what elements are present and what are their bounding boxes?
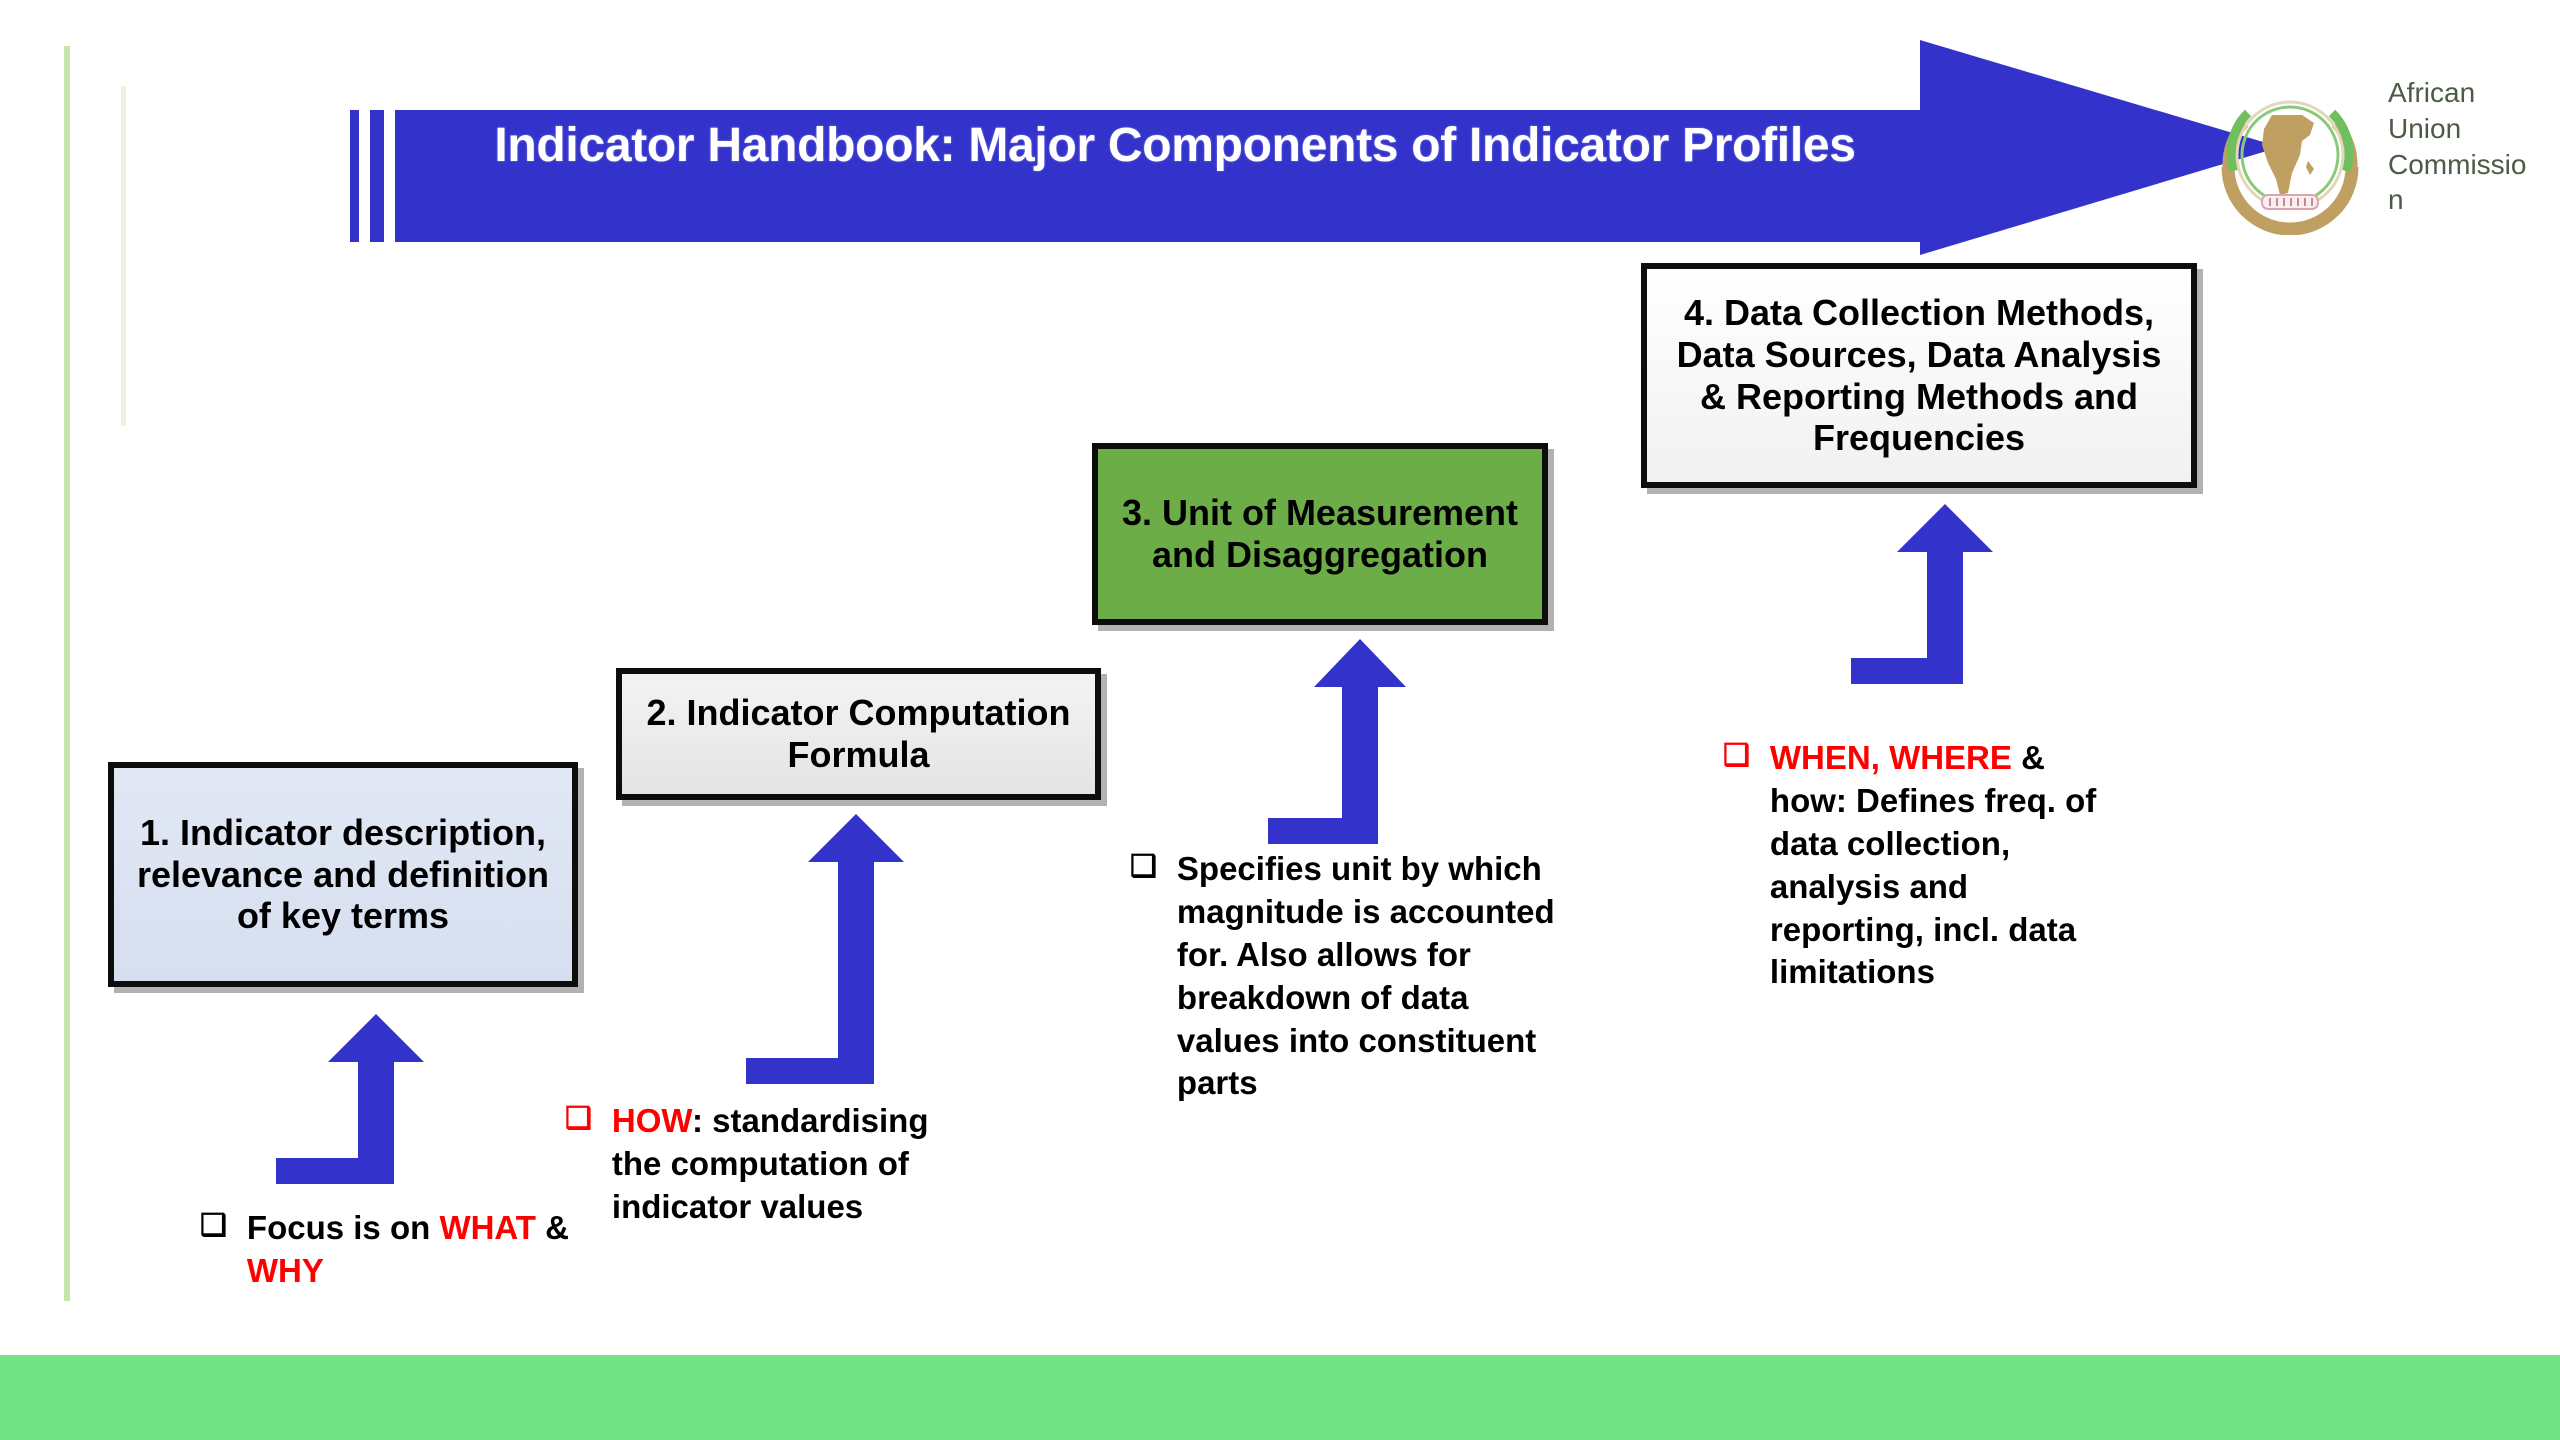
logo-wordmark: African Union Commissio n bbox=[2388, 75, 2538, 218]
bullet-square-icon: ❑ bbox=[1130, 850, 1157, 883]
arrow-to-box-1 bbox=[276, 1014, 424, 1184]
left-accent-rule-long bbox=[64, 46, 70, 1301]
bullet-square-icon: ❑ bbox=[200, 1209, 227, 1242]
bottom-green-bar bbox=[0, 1355, 2560, 1440]
arrow-to-box-2 bbox=[746, 814, 904, 1084]
banner-arrow-shape bbox=[350, 40, 2280, 255]
callout-box-2-text: HOW: standardising the computation of in… bbox=[612, 1100, 985, 1229]
page-title: Indicator Handbook: Major Components of … bbox=[494, 119, 1856, 172]
logo-line-4: n bbox=[2388, 184, 2404, 216]
logo-line-2: Union bbox=[2388, 112, 2462, 144]
callout-box-4: ❑ WHEN, WHERE & how: Defines freq. of da… bbox=[1723, 737, 2113, 994]
callout-box-1: ❑ Focus is on WHAT & WHY bbox=[200, 1207, 600, 1293]
logo-line-1: African bbox=[2388, 77, 2476, 108]
callout-box-4-text: WHEN, WHERE & how: Defines freq. of data… bbox=[1770, 737, 2113, 994]
callout-box-2: ❑ HOW: standardising the computation of … bbox=[565, 1100, 985, 1229]
arrow-to-box-3 bbox=[1268, 639, 1406, 844]
callout-2-post: : standardising the computation of indic… bbox=[611, 1102, 929, 1225]
left-accent-rule-short bbox=[121, 86, 126, 426]
title-banner: Indicator Handbook: Major Components of … bbox=[350, 40, 2280, 255]
arrow-to-box-4 bbox=[1851, 504, 1993, 684]
callout-1-highlight-what: WHAT bbox=[439, 1209, 536, 1246]
callout-box-3: ❑ Specifies unit by which magnitude is a… bbox=[1130, 848, 1560, 1105]
callout-1-mid: & bbox=[535, 1209, 569, 1246]
callout-box-1-text: Focus is on WHAT & WHY bbox=[247, 1207, 600, 1293]
callout-4-post: & how: Defines freq. of data collection,… bbox=[1769, 739, 2097, 991]
african-union-commission-logo-icon bbox=[2221, 100, 2359, 235]
bullet-square-icon: ❑ bbox=[565, 1102, 592, 1135]
logo-line-3: Commissio bbox=[2388, 148, 2527, 180]
component-box-1[interactable]: 1. Indicator description, relevance and … bbox=[108, 762, 578, 987]
logo-block: African Union Commissio n bbox=[2210, 75, 2538, 235]
callout-1-pre: Focus is on bbox=[246, 1209, 440, 1246]
component-box-3[interactable]: 3. Unit of Measurement and Disaggregatio… bbox=[1092, 443, 1548, 625]
callout-4-highlight-when-where: WHEN, WHERE bbox=[1769, 739, 2012, 776]
component-box-2[interactable]: 2. Indicator Computation Formula bbox=[616, 668, 1101, 800]
callout-1-highlight-why: WHY bbox=[246, 1251, 324, 1289]
callout-2-highlight-how: HOW bbox=[611, 1102, 692, 1139]
bullet-square-icon: ❑ bbox=[1723, 739, 1750, 772]
callout-box-3-text: Specifies unit by which magnitude is acc… bbox=[1176, 850, 1555, 1102]
component-box-4[interactable]: 4. Data Collection Methods, Data Sources… bbox=[1641, 263, 2197, 488]
